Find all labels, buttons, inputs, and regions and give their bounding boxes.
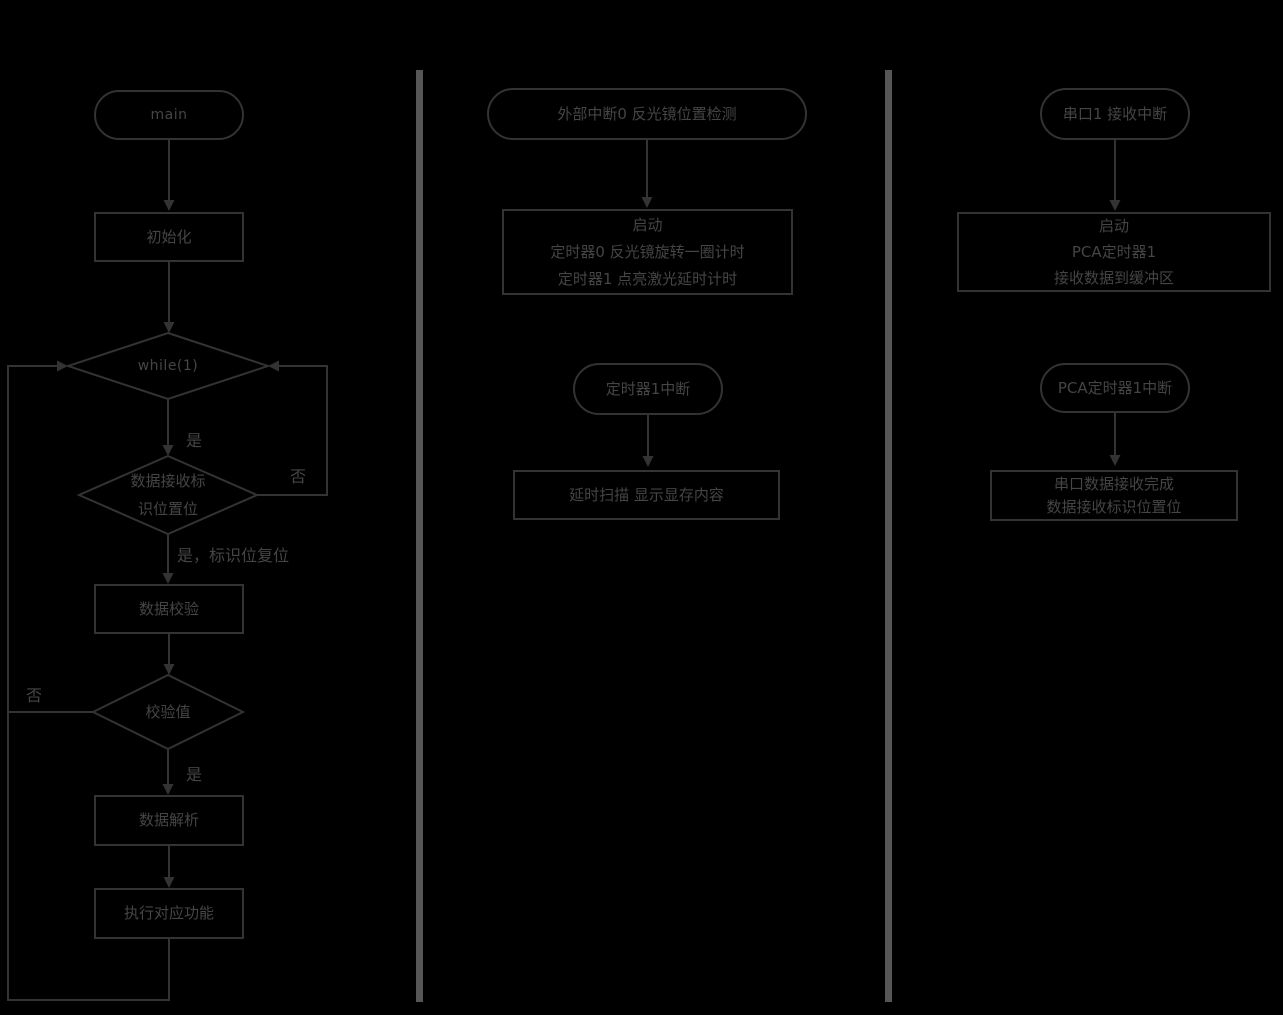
node-scan-display: 延时扫描 显示显存内容	[513, 470, 780, 520]
node-ext-int0: 外部中断0 反光镜位置检测	[487, 88, 807, 140]
arrowhead-pca-done	[1109, 455, 1121, 466]
node-timers-start: 启动 定时器0 反光镜旋转一圈计时 定时器1 点亮激光延时计时	[502, 209, 793, 295]
node-timer1-int-label: 定时器1中断	[605, 379, 691, 398]
arrowhead-recvflag-no-loop	[268, 360, 279, 372]
arrowhead-parse-exec	[163, 877, 175, 888]
diamond-while-label: while(1)	[137, 357, 199, 374]
label-yes-1: 是	[186, 431, 203, 450]
node-pca-start: 启动 PCA定时器1 接收数据到缓冲区	[957, 212, 1271, 292]
node-init-label: 初始化	[146, 227, 192, 246]
arrowhead-exec-loop	[57, 360, 68, 372]
node-verify: 数据校验	[94, 584, 244, 634]
node-main: main	[94, 90, 244, 140]
node-scan-display-label: 延时扫描 显示显存内容	[569, 485, 724, 504]
arrowhead-verify-check	[163, 664, 175, 675]
diamond-recv-flag-label: 数据接收标 识位置位	[130, 472, 206, 518]
diamond-check-value-label: 校验值	[145, 702, 191, 721]
node-uart1-int-label: 串口1 接收中断	[1062, 104, 1168, 123]
arrowhead-check-parse	[162, 784, 174, 795]
arrowhead-recvflag-verify	[162, 573, 174, 584]
node-timer1-int: 定时器1中断	[573, 363, 723, 415]
node-execute: 执行对应功能	[94, 888, 244, 939]
node-parse-label: 数据解析	[138, 811, 199, 829]
arrowhead-ext0-start	[641, 197, 653, 208]
node-parse: 数据解析	[94, 795, 244, 846]
node-execute-label: 执行对应功能	[123, 904, 214, 922]
arrowhead-init-while	[163, 322, 175, 333]
node-pca-timer1-int-label: PCA定时器1中断	[1057, 378, 1173, 397]
node-ext-int0-label: 外部中断0 反光镜位置检测	[557, 104, 737, 123]
arrowhead-main-init	[163, 200, 175, 211]
node-pca-timer1-int: PCA定时器1中断	[1040, 363, 1190, 413]
arrowhead-timer1-scan	[642, 456, 654, 467]
arrowhead-uart-start	[1109, 200, 1121, 211]
label-yes-reset: 是，标识位复位	[177, 546, 290, 565]
arrowhead-while-recvflag	[162, 445, 174, 456]
label-no-2: 否	[26, 686, 43, 705]
node-main-label: main	[150, 106, 188, 123]
section-divider-2	[885, 70, 892, 1002]
node-recv-complete: 串口数据接收完成 数据接收标识位置位	[990, 470, 1238, 521]
section-divider-1	[416, 70, 423, 1002]
label-yes-2: 是	[186, 765, 203, 784]
node-uart1-int: 串口1 接收中断	[1040, 88, 1190, 140]
node-init: 初始化	[94, 212, 244, 262]
node-verify-label: 数据校验	[138, 599, 199, 618]
edge-recvflag-no-loop	[257, 365, 328, 496]
label-no-1: 否	[290, 467, 307, 486]
edge-exec-loop	[7, 365, 170, 1001]
